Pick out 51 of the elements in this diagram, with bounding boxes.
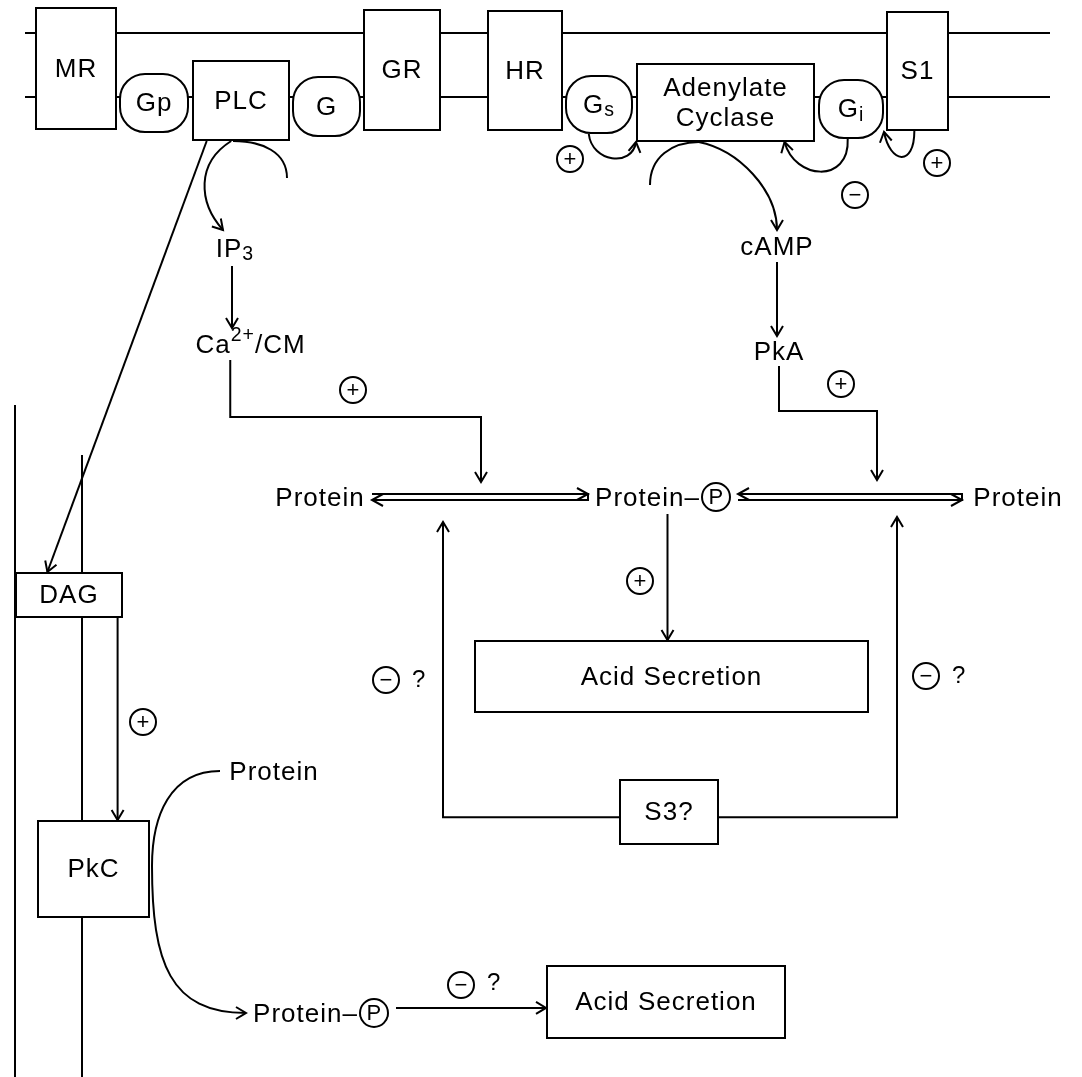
arrow xyxy=(587,133,640,160)
receptor-box: GR xyxy=(363,9,441,131)
arrow xyxy=(879,130,916,158)
circled-sign: − xyxy=(912,662,940,690)
arrow xyxy=(151,770,247,1020)
arrow xyxy=(44,140,208,573)
enzyme-box: Adenylate Cyclase xyxy=(636,63,815,142)
circled-sign: + xyxy=(129,708,157,736)
protein-label: Protein xyxy=(962,480,1074,514)
circled-sign: + xyxy=(556,145,584,173)
receptor-box: S1 xyxy=(886,11,949,131)
molecule-label: cAMP xyxy=(730,230,824,262)
receptor-box: MR xyxy=(35,7,117,130)
question-mark: ? xyxy=(487,970,501,994)
protein-label: Protein xyxy=(220,754,328,788)
question-mark: ? xyxy=(412,667,426,691)
circled-sign: − xyxy=(841,181,869,209)
circled-sign: + xyxy=(923,149,951,177)
arrow xyxy=(781,138,849,173)
protein-label: Protein– xyxy=(595,484,700,510)
arrow xyxy=(697,141,784,231)
protein-label: Protein xyxy=(268,480,372,514)
arrow xyxy=(395,1000,547,1015)
arrow xyxy=(110,617,125,821)
receptor-box: HR xyxy=(487,10,563,131)
question-mark: ? xyxy=(952,663,966,687)
arrow xyxy=(371,487,589,507)
arrow xyxy=(436,521,620,819)
arrow xyxy=(718,516,904,819)
molecule-label: Ca$^{2+}$/CM xyxy=(183,328,318,360)
circled-sign: + xyxy=(827,370,855,398)
protein-label: Protein– xyxy=(253,1000,358,1026)
enzyme-box: DAG xyxy=(15,572,123,618)
arrow xyxy=(229,359,488,483)
molecule-label: IP$_{3}$ xyxy=(205,230,265,266)
enzyme-box: PLC xyxy=(192,60,290,141)
enzyme-box: PkC xyxy=(37,820,150,918)
circled-sign: − xyxy=(447,971,475,999)
arrow xyxy=(737,487,963,507)
molecule-label: PkA xyxy=(746,336,812,366)
circled-sign: − xyxy=(372,666,400,694)
process-box: S3? xyxy=(619,779,719,845)
arrow xyxy=(778,365,884,481)
arrow xyxy=(770,261,784,337)
circled-sign: + xyxy=(626,567,654,595)
arrow xyxy=(225,265,239,329)
circled-sign: + xyxy=(339,376,367,404)
arrow xyxy=(203,140,233,231)
arrow xyxy=(660,513,675,641)
process-box: Acid Secretion xyxy=(474,640,869,713)
process-box: Acid Secretion xyxy=(546,965,786,1039)
